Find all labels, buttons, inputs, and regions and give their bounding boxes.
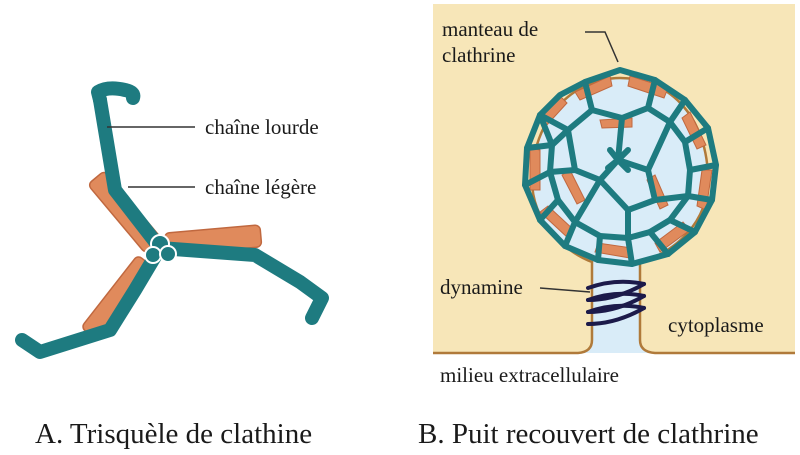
extracellular-label: milieu extracellulaire	[440, 363, 619, 387]
triskelion-diagram: chaîne lourde chaîne légère	[22, 88, 322, 352]
heavy-chain-upper-hook	[98, 88, 133, 100]
coat-label-line1: manteau de	[442, 17, 538, 41]
heavy-chain-label: chaîne lourde	[205, 115, 319, 139]
dynamin-label: dynamine	[440, 275, 523, 299]
panel-b-caption: B. Puit recouvert de clathrine	[418, 418, 759, 450]
cytoplasm-label: cytoplasme	[668, 313, 764, 337]
coat-label-line2: clathrine	[442, 43, 515, 67]
coated-pit-diagram: manteau de clathrine dynamine cytoplasme…	[433, 4, 795, 387]
light-chain-label: chaîne légère	[205, 175, 316, 199]
panel-a-caption: A. Trisquèle de clathine	[35, 418, 312, 450]
heavy-chain-right	[160, 248, 322, 318]
